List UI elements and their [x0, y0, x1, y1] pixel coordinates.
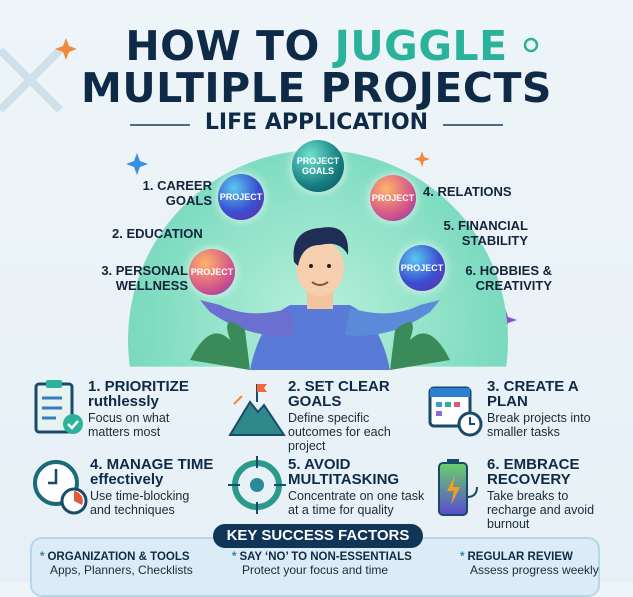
factor-text: Apps, Planners, Checklists	[50, 563, 193, 577]
ball-project: PROJECT	[189, 249, 235, 295]
tip-title: 2. SET CLEAR GOALS	[288, 378, 390, 410]
tip-title: 3. CREATE A PLAN	[487, 378, 579, 410]
stopwatch-icon	[33, 460, 88, 515]
ball-project: PROJECT	[370, 175, 416, 221]
title-line-2: MULTIPLE PROJECTS	[81, 64, 552, 112]
ball-project-goals: PROJECT GOALS	[292, 140, 344, 192]
tip-title: 6. EMBRACE RECOVERY	[487, 456, 580, 488]
factor-title: REGULAR REVIEW	[467, 551, 573, 563]
area-financial-stability: 5. FINANCIAL STABILITY	[443, 218, 529, 248]
ball-project: PROJECT	[218, 174, 264, 220]
x-decoration	[0, 47, 63, 113]
battery-icon	[438, 459, 478, 516]
asterisk-icon: *	[460, 551, 465, 563]
title-prefix: HOW TO	[125, 22, 335, 70]
tip-text: Focus on what matters most	[88, 411, 170, 439]
calendar-clock-icon	[428, 386, 483, 437]
factor-title: SAY ‘NO’ TO NON-ESSENTIALS	[239, 551, 412, 563]
tip-title: 1. PRIORITIZE ruthlessly	[88, 378, 189, 410]
title-line-1: HOW TO JUGGLE	[0, 22, 633, 70]
asterisk-icon: *	[40, 551, 45, 563]
factor-title: ORGANIZATION & TOOLS	[47, 551, 190, 563]
area-education: 2. EDUCATION	[112, 226, 203, 241]
title-highlight: JUGGLE	[334, 22, 508, 70]
key-success-heading: KEY SUCCESS FACTORS	[213, 524, 423, 548]
sparkle-icon	[126, 153, 148, 175]
divider	[443, 124, 503, 126]
divider	[130, 124, 190, 126]
tip-title: 4. MANAGE TIME effectively	[90, 456, 214, 488]
circle-decoration	[523, 37, 539, 53]
area-personal-wellness: 3. PERSONAL WELLNESS	[101, 263, 188, 293]
tip-text: Use time-blocking and techniques	[90, 489, 190, 517]
subtitle: LIFE APPLICATION	[204, 110, 429, 135]
checklist-icon	[34, 380, 83, 434]
target-icon	[228, 456, 286, 514]
area-career-goals: 1. CAREER GOALS	[142, 178, 212, 208]
tip-text: Define specific outcomes for each projec…	[288, 411, 391, 453]
ball-project: PROJECT	[399, 245, 445, 291]
factor-text: Assess progress weekly	[470, 563, 599, 577]
tip-text: Break projects into smaller tasks	[487, 411, 591, 439]
sparkle-icon	[414, 151, 430, 167]
tip-text: Take breaks to recharge and avoid burnou…	[487, 489, 595, 531]
sparkle-icon	[55, 38, 77, 60]
tip-title: 5. AVOID MULTITASKING	[288, 456, 400, 488]
asterisk-icon: *	[232, 551, 237, 563]
tip-text: Concentrate on one task at a time for qu…	[288, 489, 425, 517]
area-hobbies-creativity: 6. HOBBIES & CREATIVITY	[465, 263, 552, 293]
factor-text: Protect your focus and time	[242, 563, 389, 577]
mountain-flag-icon	[228, 384, 286, 436]
juggler-illustration	[190, 227, 450, 370]
area-relations: 4. RELATIONS	[423, 184, 512, 199]
